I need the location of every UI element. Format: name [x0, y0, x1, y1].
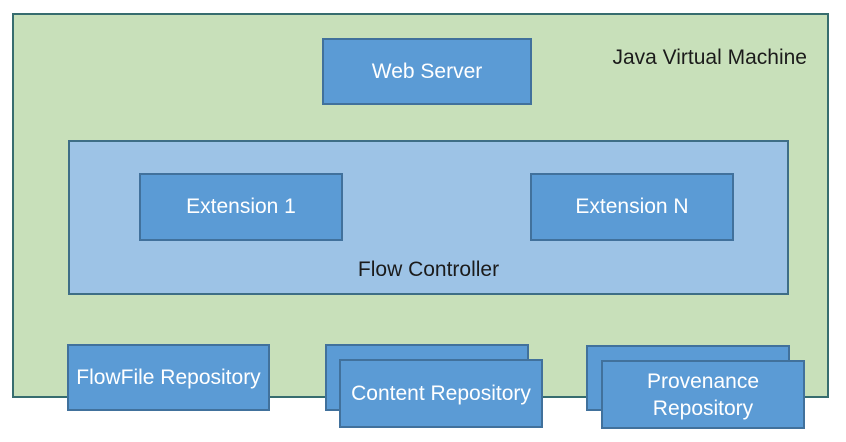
- flowfile-repository-box: FlowFile Repository: [67, 344, 270, 411]
- web-server-box: Web Server: [322, 38, 532, 105]
- extension-1-box: Extension 1: [139, 173, 343, 241]
- jvm-container: Java Virtual Machine Web Server Extensio…: [12, 13, 829, 398]
- flow-controller-container: Extension 1 Extension N Flow Controller: [68, 140, 789, 295]
- content-repository-box: Content Repository: [339, 359, 543, 428]
- web-server-label: Web Server: [371, 59, 483, 83]
- flow-controller-label: Flow Controller: [357, 258, 500, 281]
- jvm-label: Java Virtual Machine: [612, 46, 807, 69]
- flowfile-repository-label: FlowFile Repository: [76, 365, 261, 389]
- extension-1-label: Extension 1: [186, 195, 296, 218]
- extension-n-box: Extension N: [530, 173, 734, 241]
- extension-n-label: Extension N: [575, 195, 689, 218]
- content-repository-label: Content Repository: [351, 381, 531, 405]
- provenance-repository-label: Provenance Repository: [646, 369, 760, 420]
- provenance-repository-box: Provenance Repository: [601, 360, 805, 429]
